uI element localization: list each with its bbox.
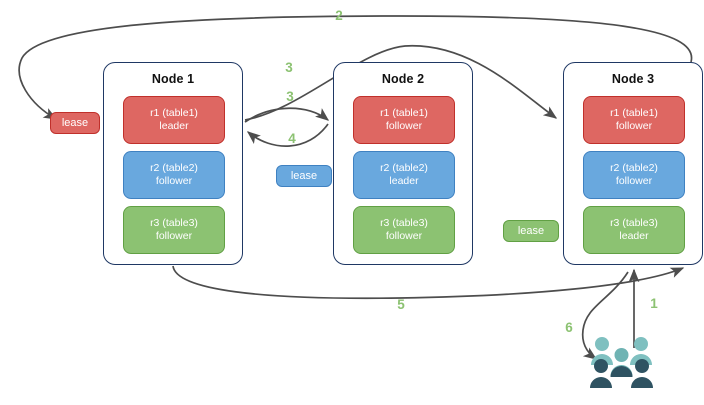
range-role: leader: [389, 175, 419, 187]
range-name: r3 (table3): [150, 217, 198, 229]
range-role: follower: [615, 175, 653, 187]
node-title: Node 2: [381, 72, 425, 86]
range-r1-node-2[interactable]: r1 (table1) follower: [353, 96, 455, 144]
node-container-2[interactable]: Node 2 r1 (table1) follower r2 (table2) …: [333, 62, 473, 265]
range-r2-node-3[interactable]: r2 (table2) follower: [583, 151, 685, 199]
lease-label: lease: [61, 117, 89, 129]
step-label-6: 6: [565, 320, 573, 335]
range-name: r1 (table1): [610, 107, 658, 119]
node-title: Node 3: [611, 72, 655, 86]
edge-step-5: [172, 265, 685, 300]
node-container-3[interactable]: Node 3 r1 (table1) follower r2 (table2) …: [563, 62, 703, 265]
range-r3-node-3[interactable]: r3 (table3) leader: [583, 206, 685, 254]
range-role: follower: [155, 230, 193, 242]
range-name: r3 (table3): [380, 217, 428, 229]
range-r2-node-2[interactable]: r2 (table2) leader: [353, 151, 455, 199]
range-name: r2 (table2): [380, 162, 428, 174]
range-name: r3 (table3): [610, 217, 658, 229]
edge-step-6: [581, 271, 629, 360]
range-name: r2 (table2): [610, 162, 658, 174]
range-r1-node-3[interactable]: r1 (table1) follower: [583, 96, 685, 144]
lease-badge-blue[interactable]: lease: [276, 165, 332, 187]
lease-badge-green[interactable]: lease: [503, 220, 559, 242]
range-role: leader: [619, 230, 649, 242]
step-label-4: 4: [288, 131, 296, 146]
lease-label: lease: [290, 170, 318, 182]
range-role: follower: [385, 230, 423, 242]
node-title: Node 1: [151, 72, 195, 86]
edge-step-2: [18, 15, 693, 120]
node-container-1[interactable]: Node 1 r1 (table1) leader r2 (table2) fo…: [103, 62, 243, 265]
step-label-3a: 3: [285, 60, 293, 75]
edge-step-3a: [244, 45, 558, 121]
clients-group-icon: [590, 336, 658, 390]
range-name: r1 (table1): [380, 107, 428, 119]
step-label-2: 2: [335, 8, 343, 23]
range-name: r2 (table2): [150, 162, 198, 174]
range-role: follower: [155, 175, 193, 187]
range-role: follower: [385, 120, 423, 132]
edge-step-3b: [244, 107, 330, 123]
range-r3-node-2[interactable]: r3 (table3) follower: [353, 206, 455, 254]
range-r1-node-1[interactable]: r1 (table1) leader: [123, 96, 225, 144]
lease-badge-red[interactable]: lease: [50, 112, 100, 134]
range-r3-node-1[interactable]: r3 (table3) follower: [123, 206, 225, 254]
range-name: r1 (table1): [150, 107, 198, 119]
edge-step-4: [246, 123, 329, 147]
range-r2-node-1[interactable]: r2 (table2) follower: [123, 151, 225, 199]
range-role: follower: [615, 120, 653, 132]
step-label-5: 5: [397, 297, 405, 312]
lease-label: lease: [517, 225, 545, 237]
step-label-3b: 3: [286, 89, 294, 104]
step-label-1: 1: [650, 296, 658, 311]
range-role: leader: [159, 120, 189, 132]
